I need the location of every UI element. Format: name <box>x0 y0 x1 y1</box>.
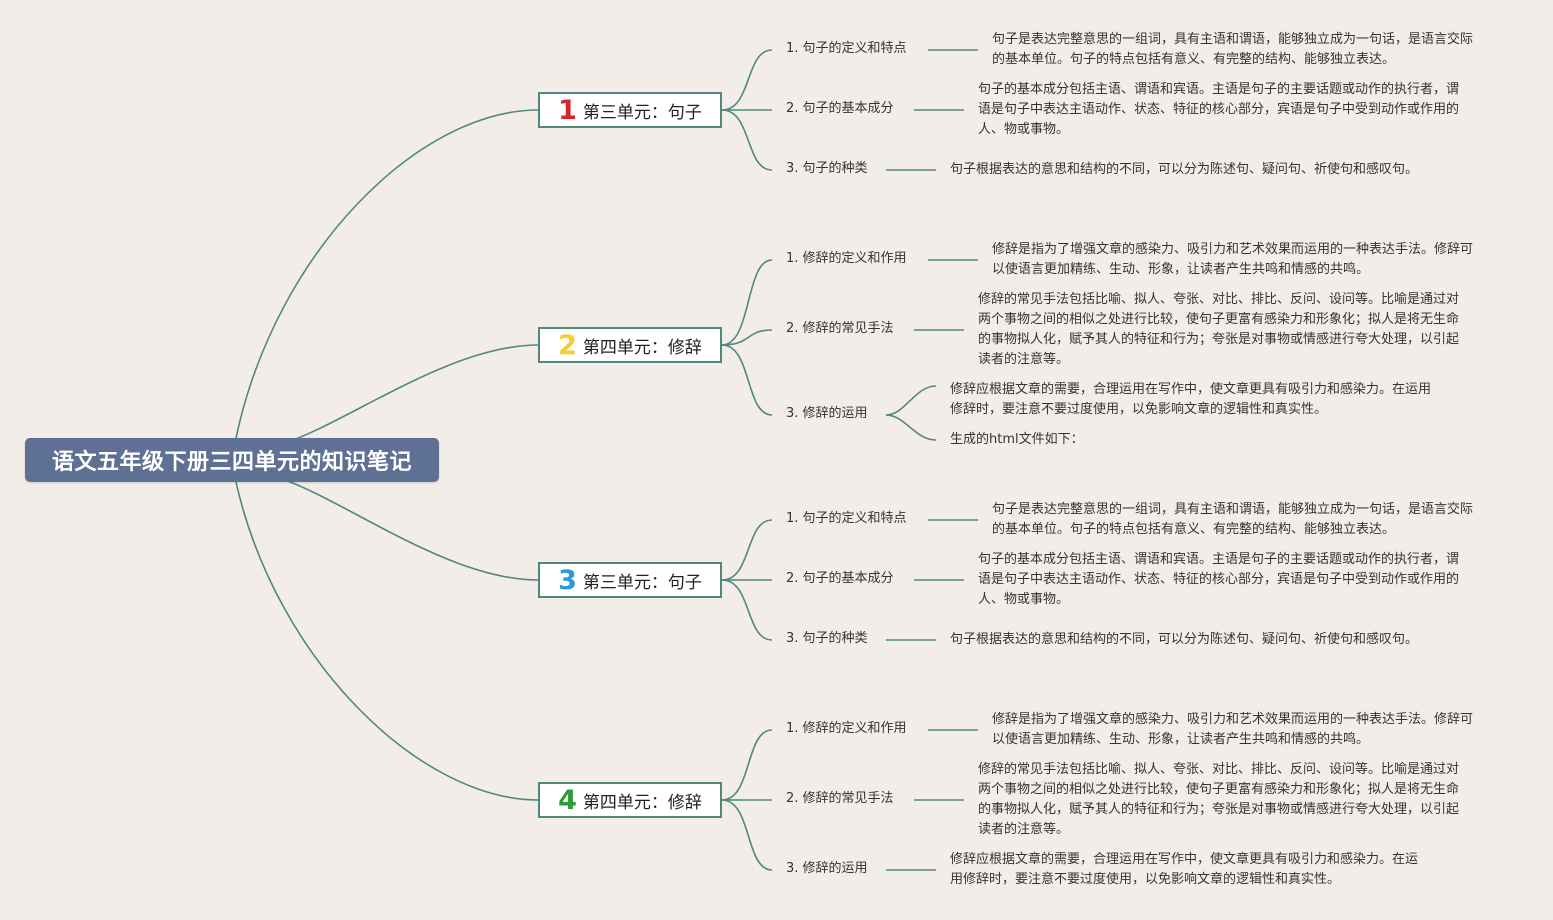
unit-number-1-icon: 1 <box>558 94 577 126</box>
topic-label-4-1[interactable]: 1. 修辞的定义和作用 <box>786 721 907 736</box>
detail-text-3-3: 句子根据表达的意思和结构的不同，可以分为陈述句、疑问句、祈使句和感叹句。 <box>950 632 1419 647</box>
detail-text-1-2: 句子的基本成分包括主语、谓语和宾语。主语是句子的主要话题或动作的执行者，谓语是句… <box>978 82 1460 137</box>
detail-text-4-2: 修辞的常见手法包括比喻、拟人、夸张、对比、排比、反问、设问等。比喻是通过对两个事… <box>978 762 1460 837</box>
unit-title: 第三单元：句子 <box>582 102 702 123</box>
detail-text-2-3-b: 生成的html文件如下： <box>950 432 1084 447</box>
root-topic[interactable]: 语文五年级下册三四单元的知识笔记 <box>25 438 439 482</box>
unit-title: 第四单元：修辞 <box>582 792 702 813</box>
detail-text-4-1: 修辞是指为了增强文章的感染力、吸引力和艺术效果而运用的一种表达手法。修辞可以使语… <box>992 712 1474 747</box>
unit-2-to-topic-2-line <box>721 329 773 346</box>
root-to-unit-4-line <box>235 481 539 801</box>
detail-text-3-2: 句子的基本成分包括主语、谓语和宾语。主语是句子的主要话题或动作的执行者，谓语是句… <box>978 552 1460 607</box>
detail-text-3-1: 句子是表达完整意思的一组词，具有主语和谓语，能够独立成为一句话，是语言交际的基本… <box>992 502 1474 537</box>
detail-text-2-1: 修辞是指为了增强文章的感染力、吸引力和艺术效果而运用的一种表达手法。修辞可以使语… <box>992 242 1474 277</box>
topic-label-3-2[interactable]: 2. 句子的基本成分 <box>786 571 894 586</box>
unit-3-to-topic-3-line <box>721 579 773 641</box>
topic-label-1-3[interactable]: 3. 句子的种类 <box>786 161 868 176</box>
detail-text-2-2: 修辞的常见手法包括比喻、拟人、夸张、对比、排比、反问、设问等。比喻是通过对两个事… <box>978 292 1460 367</box>
detail-text-2-3-a: 修辞应根据文章的需要，合理运用在写作中，使文章更具有吸引力和感染力。在运用修辞时… <box>950 382 1432 417</box>
topic-label-1-1[interactable]: 1. 句子的定义和特点 <box>786 41 907 56</box>
unit-1-to-topic-3-line <box>721 109 773 171</box>
topic-label-2-1[interactable]: 1. 修辞的定义和作用 <box>786 251 907 266</box>
root-to-unit-1-line <box>235 109 539 439</box>
unit-1-to-topic-1-line <box>721 49 773 111</box>
unit-2-to-topic-3-line <box>721 344 773 416</box>
detail-text-1-1: 句子是表达完整意思的一组词，具有主语和谓语，能够独立成为一句话，是语言交际的基本… <box>992 32 1474 67</box>
unit-number-3-icon: 3 <box>558 564 577 596</box>
root-to-unit-2-line <box>235 344 539 449</box>
unit-2-to-topic-1-line <box>721 259 773 346</box>
topic-label-3-3[interactable]: 3. 句子的种类 <box>786 631 868 646</box>
unit-3-to-topic-1-line <box>721 519 773 581</box>
unit-number-4-icon: 4 <box>558 784 577 816</box>
unit-title: 第四单元：修辞 <box>582 337 702 358</box>
topic-2-3-detail-line-a <box>885 385 937 416</box>
topic-label-3-1[interactable]: 1. 句子的定义和特点 <box>786 511 907 526</box>
unit-title: 第三单元：句子 <box>582 572 702 593</box>
topic-label-2-2[interactable]: 2. 修辞的常见手法 <box>786 321 894 336</box>
topic-label-2-3[interactable]: 3. 修辞的运用 <box>786 406 868 421</box>
unit-4-to-topic-3-line <box>721 799 773 871</box>
topic-label-4-3[interactable]: 3. 修辞的运用 <box>786 861 868 876</box>
topic-label-1-2[interactable]: 2. 句子的基本成分 <box>786 101 894 116</box>
topic-2-3-detail-line-b <box>885 414 937 441</box>
root-to-unit-3-line <box>235 473 539 581</box>
detail-text-4-3: 修辞应根据文章的需要，合理运用在写作中，使文章更具有吸引力和感染力。在运用修辞时… <box>950 852 1419 887</box>
topic-label-4-2[interactable]: 2. 修辞的常见手法 <box>786 791 894 806</box>
unit-number-2-icon: 2 <box>558 329 577 361</box>
unit-4-to-topic-1-line <box>721 729 773 801</box>
detail-text-1-3: 句子根据表达的意思和结构的不同，可以分为陈述句、疑问句、祈使句和感叹句。 <box>950 162 1419 177</box>
